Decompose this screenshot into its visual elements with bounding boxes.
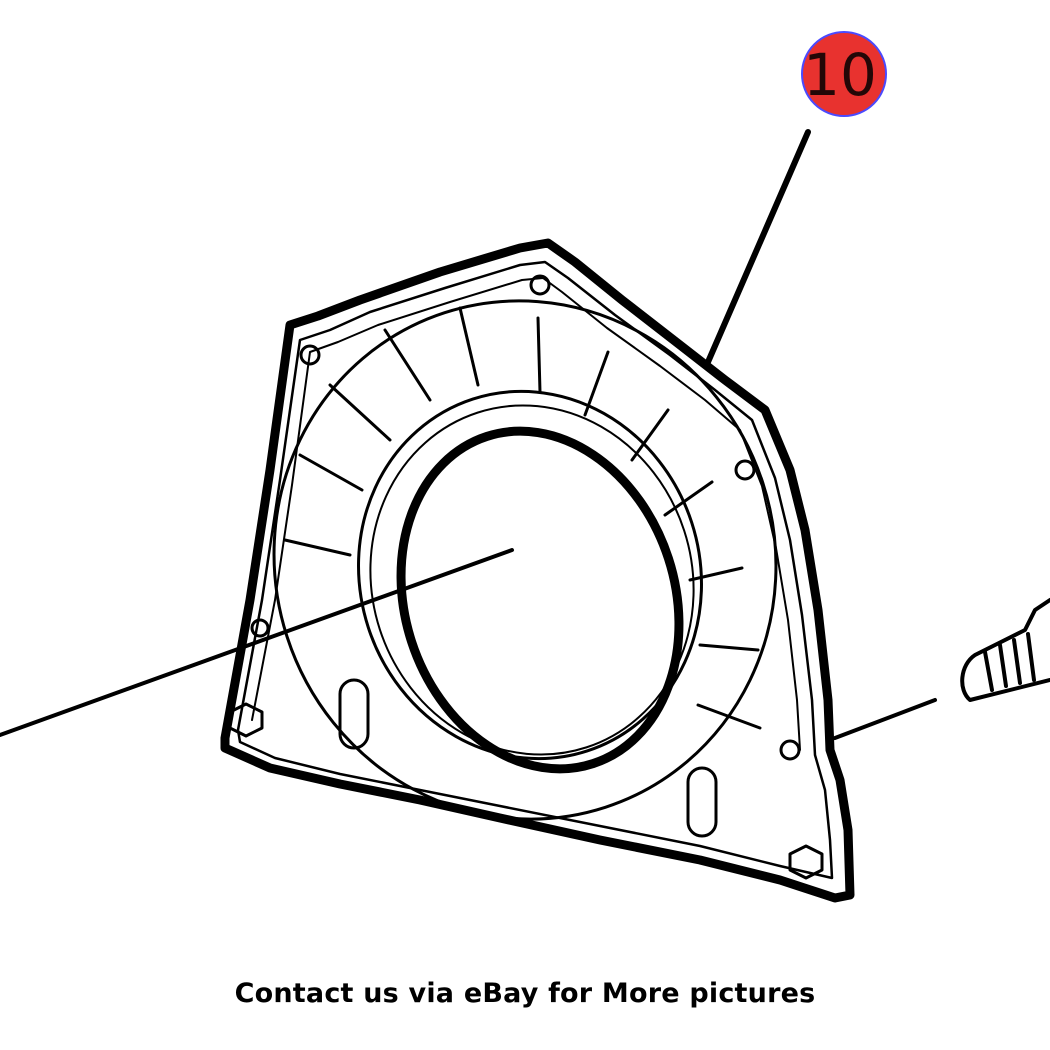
- rib-ring-inner: [357, 389, 703, 761]
- seal-bore: [396, 426, 684, 774]
- bolt: [960, 598, 1050, 702]
- seal-leader-line: [0, 548, 514, 737]
- mounting-nuts: [228, 702, 824, 880]
- radial-ribs: [283, 306, 762, 730]
- bolt-holes: [250, 274, 801, 761]
- exploded-parts-diagram: 10: [0, 31, 1050, 903]
- seal-housing-outline: [220, 238, 855, 903]
- callout-leader-line: [705, 129, 811, 365]
- caption-text: Contact us via eBay for More pictures: [234, 978, 816, 1009]
- callout-badge: 10: [801, 31, 887, 117]
- housing-flange-inner: [236, 260, 834, 880]
- housing-flange-inner-2: [251, 277, 801, 751]
- rib-ring-inner-2: [369, 404, 695, 756]
- callout-number: 10: [803, 41, 877, 109]
- slot-holes: [338, 678, 718, 838]
- bolt-leader-line: [833, 698, 937, 740]
- rib-ring-outer: [272, 299, 778, 821]
